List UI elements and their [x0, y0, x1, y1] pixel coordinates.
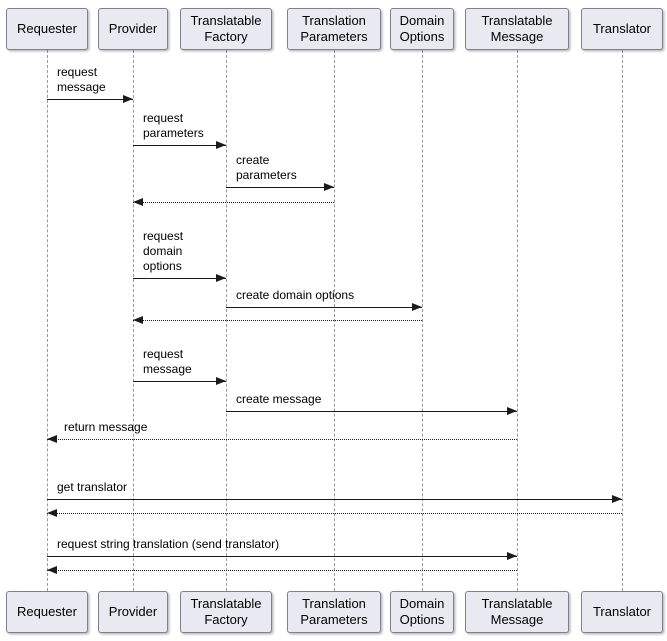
- participant-box-translatable-message: Translatable Message: [465, 8, 569, 50]
- message-label-9: return message: [64, 420, 148, 434]
- message-line-9: [47, 439, 517, 440]
- message-label-7: request message: [143, 347, 192, 376]
- message-label-5: create domain options: [236, 288, 355, 302]
- participant-box-provider: Provider: [98, 8, 168, 50]
- message-label-1: request parameters: [143, 111, 204, 140]
- participant-box-translation-parameters-bottom: Translation Parameters: [287, 591, 381, 633]
- participant-box-provider-bottom: Provider: [98, 591, 168, 633]
- arrow-head-2: [324, 183, 334, 191]
- message-label-2: create parameters: [236, 153, 297, 182]
- message-line-4: [133, 278, 226, 279]
- message-line-12: [47, 556, 517, 557]
- message-line-7: [133, 381, 226, 382]
- participant-box-domain-options: Domain Options: [390, 8, 454, 50]
- message-line-13: [47, 570, 517, 571]
- participant-box-requester-bottom: Requester: [6, 591, 88, 633]
- participant-box-translator: Translator: [581, 8, 663, 50]
- arrow-head-11: [47, 509, 57, 517]
- participant-box-domain-options-bottom: Domain Options: [390, 591, 454, 633]
- arrow-head-8: [507, 407, 517, 415]
- participant-box-translatable-factory: Translatable Factory: [180, 8, 272, 50]
- message-line-6: [133, 320, 422, 321]
- arrow-head-4: [216, 274, 226, 282]
- message-line-1: [133, 145, 226, 146]
- arrow-head-13: [47, 566, 57, 574]
- lifeline-translatable-message: [517, 50, 518, 591]
- participant-box-translation-parameters: Translation Parameters: [287, 8, 381, 50]
- arrow-head-3: [133, 198, 143, 206]
- arrow-head-5: [412, 303, 422, 311]
- participant-box-requester: Requester: [6, 8, 88, 50]
- arrow-head-12: [507, 552, 517, 560]
- message-line-10: [47, 499, 622, 500]
- message-line-3: [133, 202, 334, 203]
- arrow-head-7: [216, 377, 226, 385]
- participant-box-translatable-message-bottom: Translatable Message: [465, 591, 569, 633]
- message-label-10: get translator: [57, 480, 128, 494]
- arrow-head-9: [47, 435, 57, 443]
- message-line-11: [47, 513, 622, 514]
- participant-box-translatable-factory-bottom: Translatable Factory: [180, 591, 272, 633]
- message-line-8: [226, 411, 517, 412]
- message-line-0: [47, 99, 133, 100]
- message-label-12: request string translation (send transla…: [57, 537, 280, 551]
- message-label-4: request domain options: [143, 229, 184, 273]
- arrow-head-0: [123, 95, 133, 103]
- message-label-0: request message: [57, 65, 106, 94]
- message-line-2: [226, 187, 334, 188]
- message-line-5: [226, 307, 422, 308]
- lifeline-domain-options: [422, 50, 423, 591]
- message-label-8: create message: [236, 392, 322, 406]
- arrow-head-6: [133, 316, 143, 324]
- arrow-head-1: [216, 141, 226, 149]
- arrow-head-10: [612, 495, 622, 503]
- participant-box-translator-bottom: Translator: [581, 591, 663, 633]
- lifeline-requester: [47, 50, 48, 591]
- lifeline-translator: [622, 50, 623, 591]
